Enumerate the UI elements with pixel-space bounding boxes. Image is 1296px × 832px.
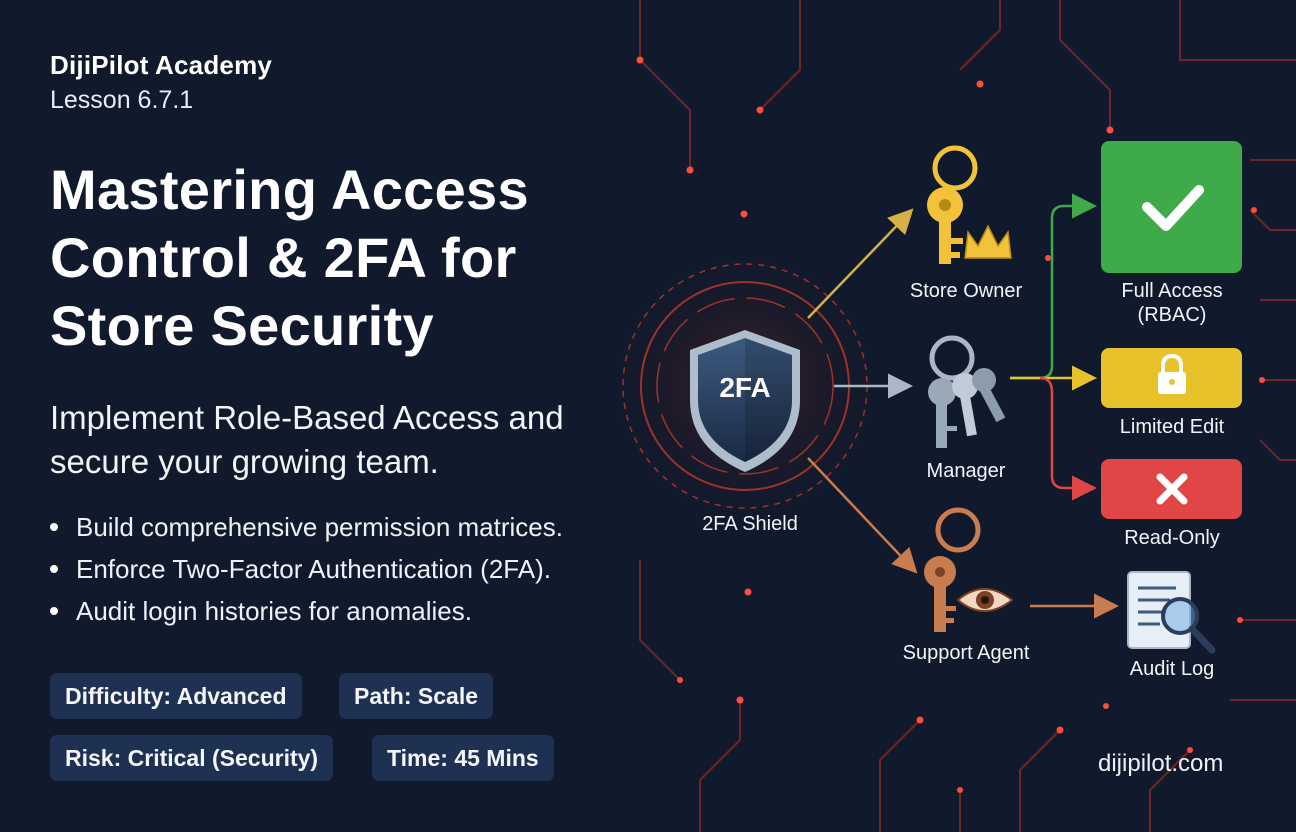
list-item: Build comprehensive permission matrices. xyxy=(50,506,563,548)
list-item: Audit login histories for anomalies. xyxy=(50,590,563,632)
lock-icon xyxy=(1158,353,1186,394)
objectives-list: Build comprehensive permission matrices.… xyxy=(50,506,563,632)
arrow-to-owner xyxy=(807,208,914,319)
arrow-to-readonly xyxy=(1039,376,1097,501)
shield-icon xyxy=(690,330,800,472)
read-only-label: Read-Only xyxy=(1124,527,1220,549)
limited-edit-label: Limited Edit xyxy=(1119,416,1225,438)
role-support-agent: Support Agent xyxy=(902,642,1030,664)
full-access-box xyxy=(1101,141,1242,273)
page-subtitle: Implement Role-Based Access and secure y… xyxy=(50,399,564,480)
role-manager: Manager xyxy=(926,460,1006,482)
footer-url[interactable]: dijipilot.com xyxy=(1098,750,1224,777)
x-icon xyxy=(1156,473,1188,505)
list-item: Enforce Two-Factor Authentication (2FA). xyxy=(50,548,563,590)
gold-key-icon xyxy=(927,145,978,264)
full-access-rbac-label: (RBAC) xyxy=(1137,304,1207,326)
difficulty-tag: Difficulty: Advanced xyxy=(50,673,302,719)
audit-log-label: Audit Log xyxy=(1129,658,1215,680)
arrow-to-full-access xyxy=(1010,193,1097,380)
page-title: Mastering Access Control & 2FA for Store… xyxy=(50,158,529,357)
copper-key-icon xyxy=(924,507,981,632)
lesson-number: Lesson 6.7.1 xyxy=(50,86,194,114)
limited-edit-box xyxy=(1101,348,1242,408)
checkmark-icon xyxy=(1142,185,1204,231)
time-tag: Time: 45 Mins xyxy=(372,735,554,781)
shield-label: 2FA Shield xyxy=(702,513,798,535)
read-only-box xyxy=(1101,459,1242,519)
crown-icon xyxy=(964,224,1012,259)
path-tag: Path: Scale xyxy=(339,673,493,719)
brand-name: DijiPilot Academy xyxy=(50,50,273,80)
arrow-to-support xyxy=(807,457,918,574)
eye-icon xyxy=(956,588,1014,612)
role-store-owner: Store Owner xyxy=(909,280,1023,302)
shield-text: 2FA xyxy=(719,372,771,403)
risk-tag: Risk: Critical (Security) xyxy=(50,735,334,781)
document-magnifier-icon xyxy=(1127,571,1216,654)
key-ring-icon xyxy=(928,335,1006,448)
full-access-label: Full Access xyxy=(1121,280,1223,302)
